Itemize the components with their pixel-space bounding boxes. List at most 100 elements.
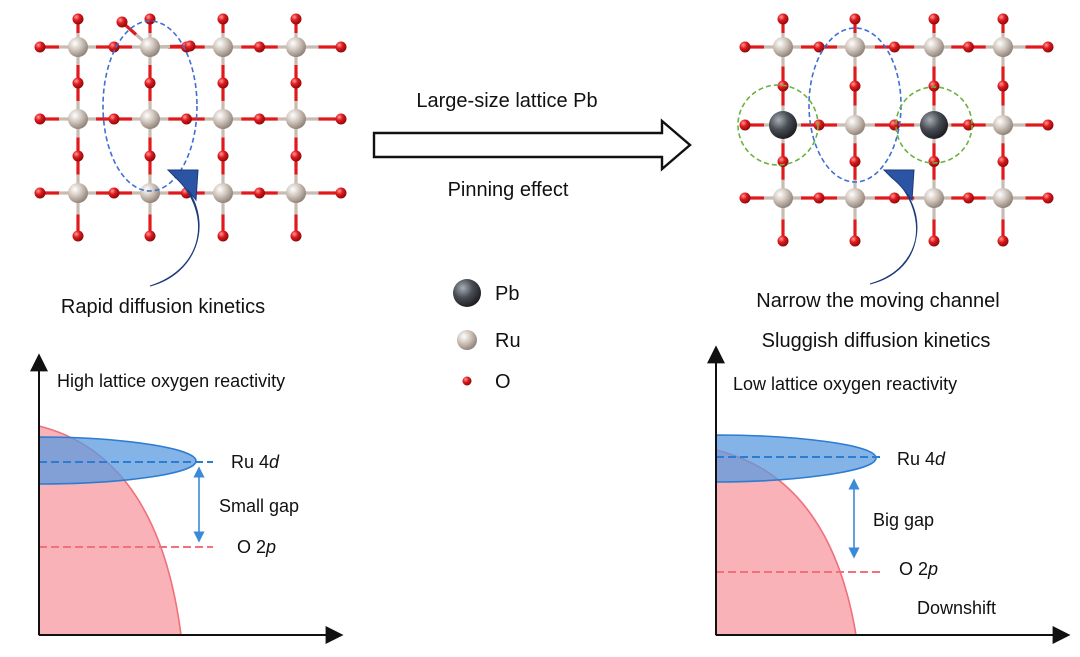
ru-atom <box>924 188 944 208</box>
ru-atom <box>773 37 793 57</box>
ru-atom <box>68 109 88 129</box>
o-atom <box>777 235 789 247</box>
o-atom <box>72 77 84 89</box>
o-atom <box>181 113 192 125</box>
right-lattice <box>739 13 1054 247</box>
ru-atom <box>213 109 233 129</box>
o-atom <box>34 113 46 125</box>
o-atom <box>849 80 861 92</box>
o-atom <box>108 41 120 53</box>
pb-atom <box>920 111 948 139</box>
right-caption-line1: Narrow the moving channel <box>756 290 999 312</box>
o-atom <box>72 230 84 242</box>
o-atom <box>108 113 120 125</box>
o-atom <box>997 235 1009 247</box>
o-atom <box>849 156 861 167</box>
legend-o-label: O <box>495 371 511 393</box>
o-atom <box>739 119 751 131</box>
ru-atom <box>773 188 793 208</box>
transition-bottom-label: Pinning effect <box>448 179 569 201</box>
o-atom <box>997 13 1009 25</box>
ru-atom <box>286 183 306 203</box>
ru-atom <box>140 109 160 129</box>
left-lattice <box>34 13 347 242</box>
o-atom <box>335 41 347 53</box>
legend: Pb Ru O <box>453 279 521 393</box>
pb-atom <box>769 111 797 139</box>
left-band-diagram: High lattice oxygen reactivity Ru 4d Sma… <box>30 353 344 644</box>
right-plot-title: Low lattice oxygen reactivity <box>733 374 957 394</box>
left-diffusion-channel <box>102 20 198 192</box>
ru-atom <box>213 37 233 57</box>
o-atom <box>290 13 302 25</box>
ru-atom <box>140 37 160 57</box>
o-atom <box>144 150 156 162</box>
o-atom <box>997 80 1009 92</box>
ru-atom <box>286 37 306 57</box>
o-atom <box>1042 41 1054 53</box>
legend-o-marker <box>462 376 472 386</box>
o-atom <box>217 230 229 242</box>
left-ru4d-label: Ru 4d <box>231 452 280 472</box>
o-atom <box>335 113 347 125</box>
right-ru4d-band <box>715 434 877 483</box>
ru-atom <box>993 115 1013 135</box>
ru-atom <box>845 188 865 208</box>
o-atom <box>849 13 861 25</box>
left-plot-title: High lattice oxygen reactivity <box>57 371 285 391</box>
o-atom <box>290 150 302 162</box>
o-atom <box>144 77 156 89</box>
ru-atom <box>993 188 1013 208</box>
o-atom <box>1042 119 1054 131</box>
o-atom <box>254 113 265 125</box>
o-atom <box>217 77 229 89</box>
ru-atom <box>993 37 1013 57</box>
o-atom <box>144 13 156 25</box>
left-ru4d-band <box>38 436 197 485</box>
left-curved-arrow <box>149 169 200 287</box>
o-atom <box>889 192 900 204</box>
left-gap-label: Small gap <box>219 496 299 516</box>
ru-atom <box>845 115 865 135</box>
right-shift-label: Downshift <box>917 598 996 618</box>
ru-atom <box>286 109 306 129</box>
o-atom <box>963 41 974 53</box>
o-atom <box>739 192 751 204</box>
o-atom <box>739 41 751 53</box>
o-atom <box>290 230 302 242</box>
left-o2p-label: O 2p <box>237 537 276 557</box>
o-atom <box>777 13 789 25</box>
right-o2p-label: O 2p <box>899 559 938 579</box>
right-ru4d-label: Ru 4d <box>897 449 946 469</box>
right-band-diagram: Low lattice oxygen reactivity Ru 4d Big … <box>707 345 1071 644</box>
o-atom <box>254 41 265 53</box>
ru-atom <box>213 183 233 203</box>
right-gap-label: Big gap <box>873 510 934 530</box>
o-atom <box>889 41 900 53</box>
legend-ru-label: Ru <box>495 330 521 352</box>
transition-arrow <box>372 118 692 172</box>
o-atom <box>928 13 940 25</box>
o-atom <box>963 192 974 204</box>
o-atom <box>813 41 825 53</box>
o-atom <box>72 150 84 162</box>
ru-atom <box>924 37 944 57</box>
left-caption: Rapid diffusion kinetics <box>61 296 265 318</box>
ru-atom <box>845 37 865 57</box>
o-atom <box>217 13 229 25</box>
right-caption-line2: Sluggish diffusion kinetics <box>762 330 991 352</box>
o-atom <box>1042 192 1054 204</box>
ru-atom <box>68 37 88 57</box>
o-atom <box>144 230 156 242</box>
legend-pb-label: Pb <box>495 283 519 305</box>
legend-pb-marker <box>453 279 481 307</box>
o-atom <box>928 235 940 247</box>
ru-atom <box>140 183 160 203</box>
o-atom <box>108 187 120 199</box>
ru-atom <box>68 183 88 203</box>
o-atom <box>290 77 302 89</box>
right-curved-arrow <box>869 169 918 285</box>
o-atom <box>254 187 265 199</box>
o-atom <box>997 156 1009 167</box>
